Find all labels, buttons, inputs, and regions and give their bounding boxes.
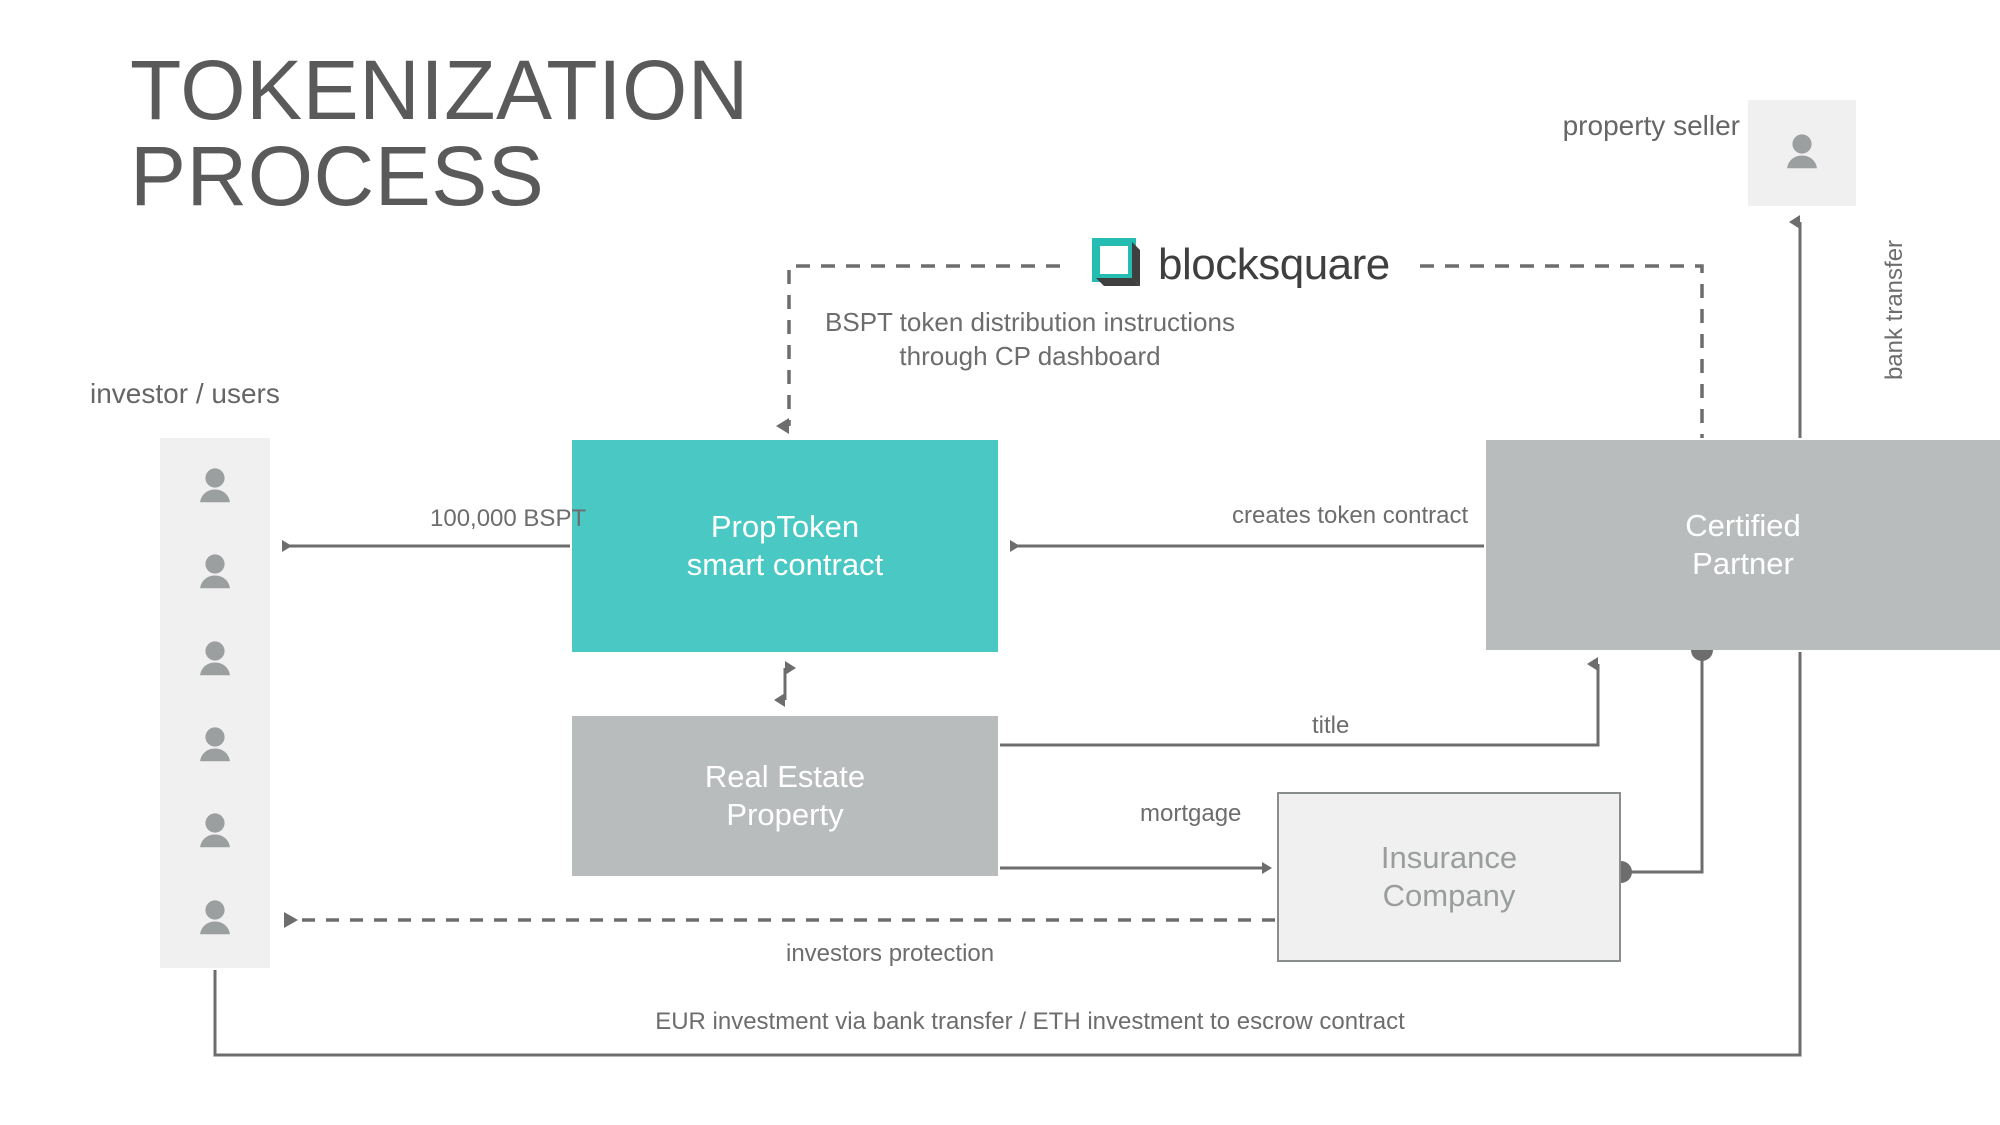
bspt-distribution-note: BSPT token distribution instructions thr… <box>825 307 1235 371</box>
node-proptoken-label: PropToken smart contract <box>687 508 883 584</box>
node-proptoken-line1: PropToken <box>710 509 860 545</box>
person-icon <box>200 468 230 503</box>
person-icon <box>200 641 230 676</box>
blocksquare-cube-icon <box>1092 238 1140 286</box>
edge-label-creates-token-contract: creates token contract <box>1232 502 1469 529</box>
edge-blocksquare-to-partner <box>1420 264 1704 438</box>
blocksquare-wordmark: blocksquare <box>1158 240 1390 289</box>
node-insurance-line2: Company <box>1382 878 1516 913</box>
node-realestate-line1: Real Estate <box>704 759 866 795</box>
bank-transfer-label: bank transfer <box>1881 239 1908 381</box>
node-certified-line1: Certified <box>1685 508 1801 544</box>
edge-realestate-title-partner <box>1000 657 1600 747</box>
node-insurance-label: Insurance Company <box>1381 839 1517 915</box>
node-insurance-company[interactable]: Insurance Company <box>1277 792 1621 962</box>
node-certified-label: Certified Partner <box>1685 507 1800 583</box>
edge-insurance-to-partner <box>1621 652 1704 874</box>
blocksquare-logo: blocksquare <box>1090 238 1390 292</box>
person-icon <box>200 727 230 762</box>
node-proptoken-line2: smart contract <box>686 547 884 582</box>
person-icon <box>200 813 230 848</box>
investor-users-label: investor / users <box>90 378 280 409</box>
edge-label-investors-protection: investors protection <box>786 940 995 967</box>
edge-label-eur-eth-investment: EUR investment via bank transfer / ETH i… <box>655 1008 1405 1035</box>
investor-users-column[interactable] <box>160 438 270 968</box>
edge-label-title: title <box>1312 712 1350 739</box>
node-certified-partner[interactable]: Certified Partner <box>1486 440 2000 650</box>
edge-label-bspt-amount: 100,000 BSPT <box>430 505 587 532</box>
person-icon <box>200 554 230 589</box>
person-icon <box>1787 134 1817 169</box>
node-realestate-label: Real Estate Property <box>705 758 865 834</box>
node-proptoken-smart-contract[interactable]: PropToken smart contract <box>572 440 998 652</box>
node-realestate-line2: Property <box>726 797 844 832</box>
title-line-1: TOKENIZATION <box>130 43 749 137</box>
person-icon <box>200 900 230 934</box>
property-seller-label: property seller <box>1562 110 1740 141</box>
node-real-estate-property[interactable]: Real Estate Property <box>572 716 998 876</box>
title-line-2: PROCESS <box>130 128 545 223</box>
page-title: TOKENIZATION PROCESS <box>130 47 950 223</box>
node-insurance-line1: Insurance <box>1380 840 1518 876</box>
node-certified-line2: Partner <box>1692 546 1794 581</box>
edge-label-mortgage: mortgage <box>1140 800 1242 827</box>
property-seller-avatar[interactable] <box>1748 100 1856 206</box>
